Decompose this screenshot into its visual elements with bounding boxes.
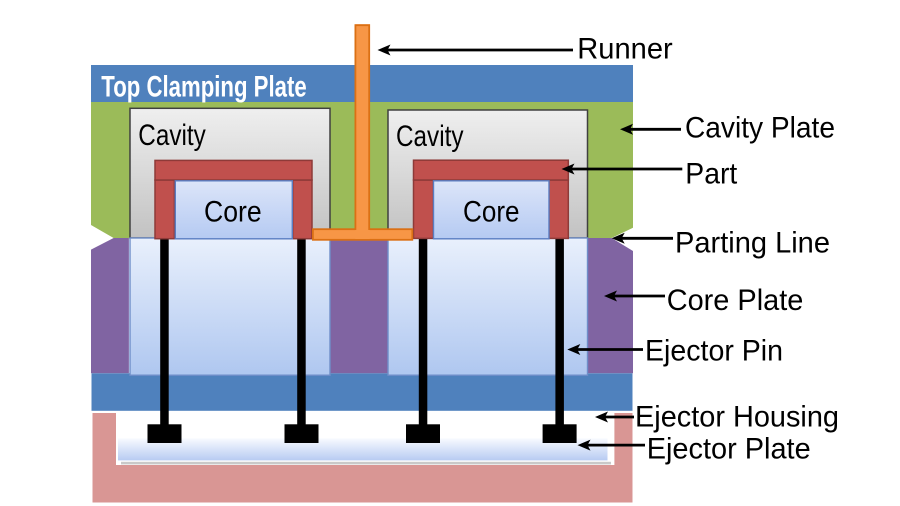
svg-text:Cavity Plate: Cavity Plate: [685, 111, 835, 144]
svg-text:Ejector Plate: Ejector Plate: [647, 433, 811, 466]
svg-text:Runner: Runner: [577, 33, 673, 66]
svg-text:Parting Line: Parting Line: [675, 226, 830, 259]
svg-text:Ejector Housing: Ejector Housing: [635, 401, 839, 434]
svg-text:Core: Core: [463, 196, 520, 229]
svg-text:Cavity: Cavity: [396, 120, 464, 153]
svg-text:Top Clamping Plate: Top Clamping Plate: [101, 71, 306, 104]
svg-text:Core: Core: [204, 196, 262, 229]
svg-text:Part: Part: [685, 157, 737, 190]
svg-text:Ejector Pin: Ejector Pin: [645, 335, 783, 368]
svg-text:Cavity: Cavity: [138, 119, 206, 152]
svg-text:Core Plate: Core Plate: [667, 284, 804, 317]
